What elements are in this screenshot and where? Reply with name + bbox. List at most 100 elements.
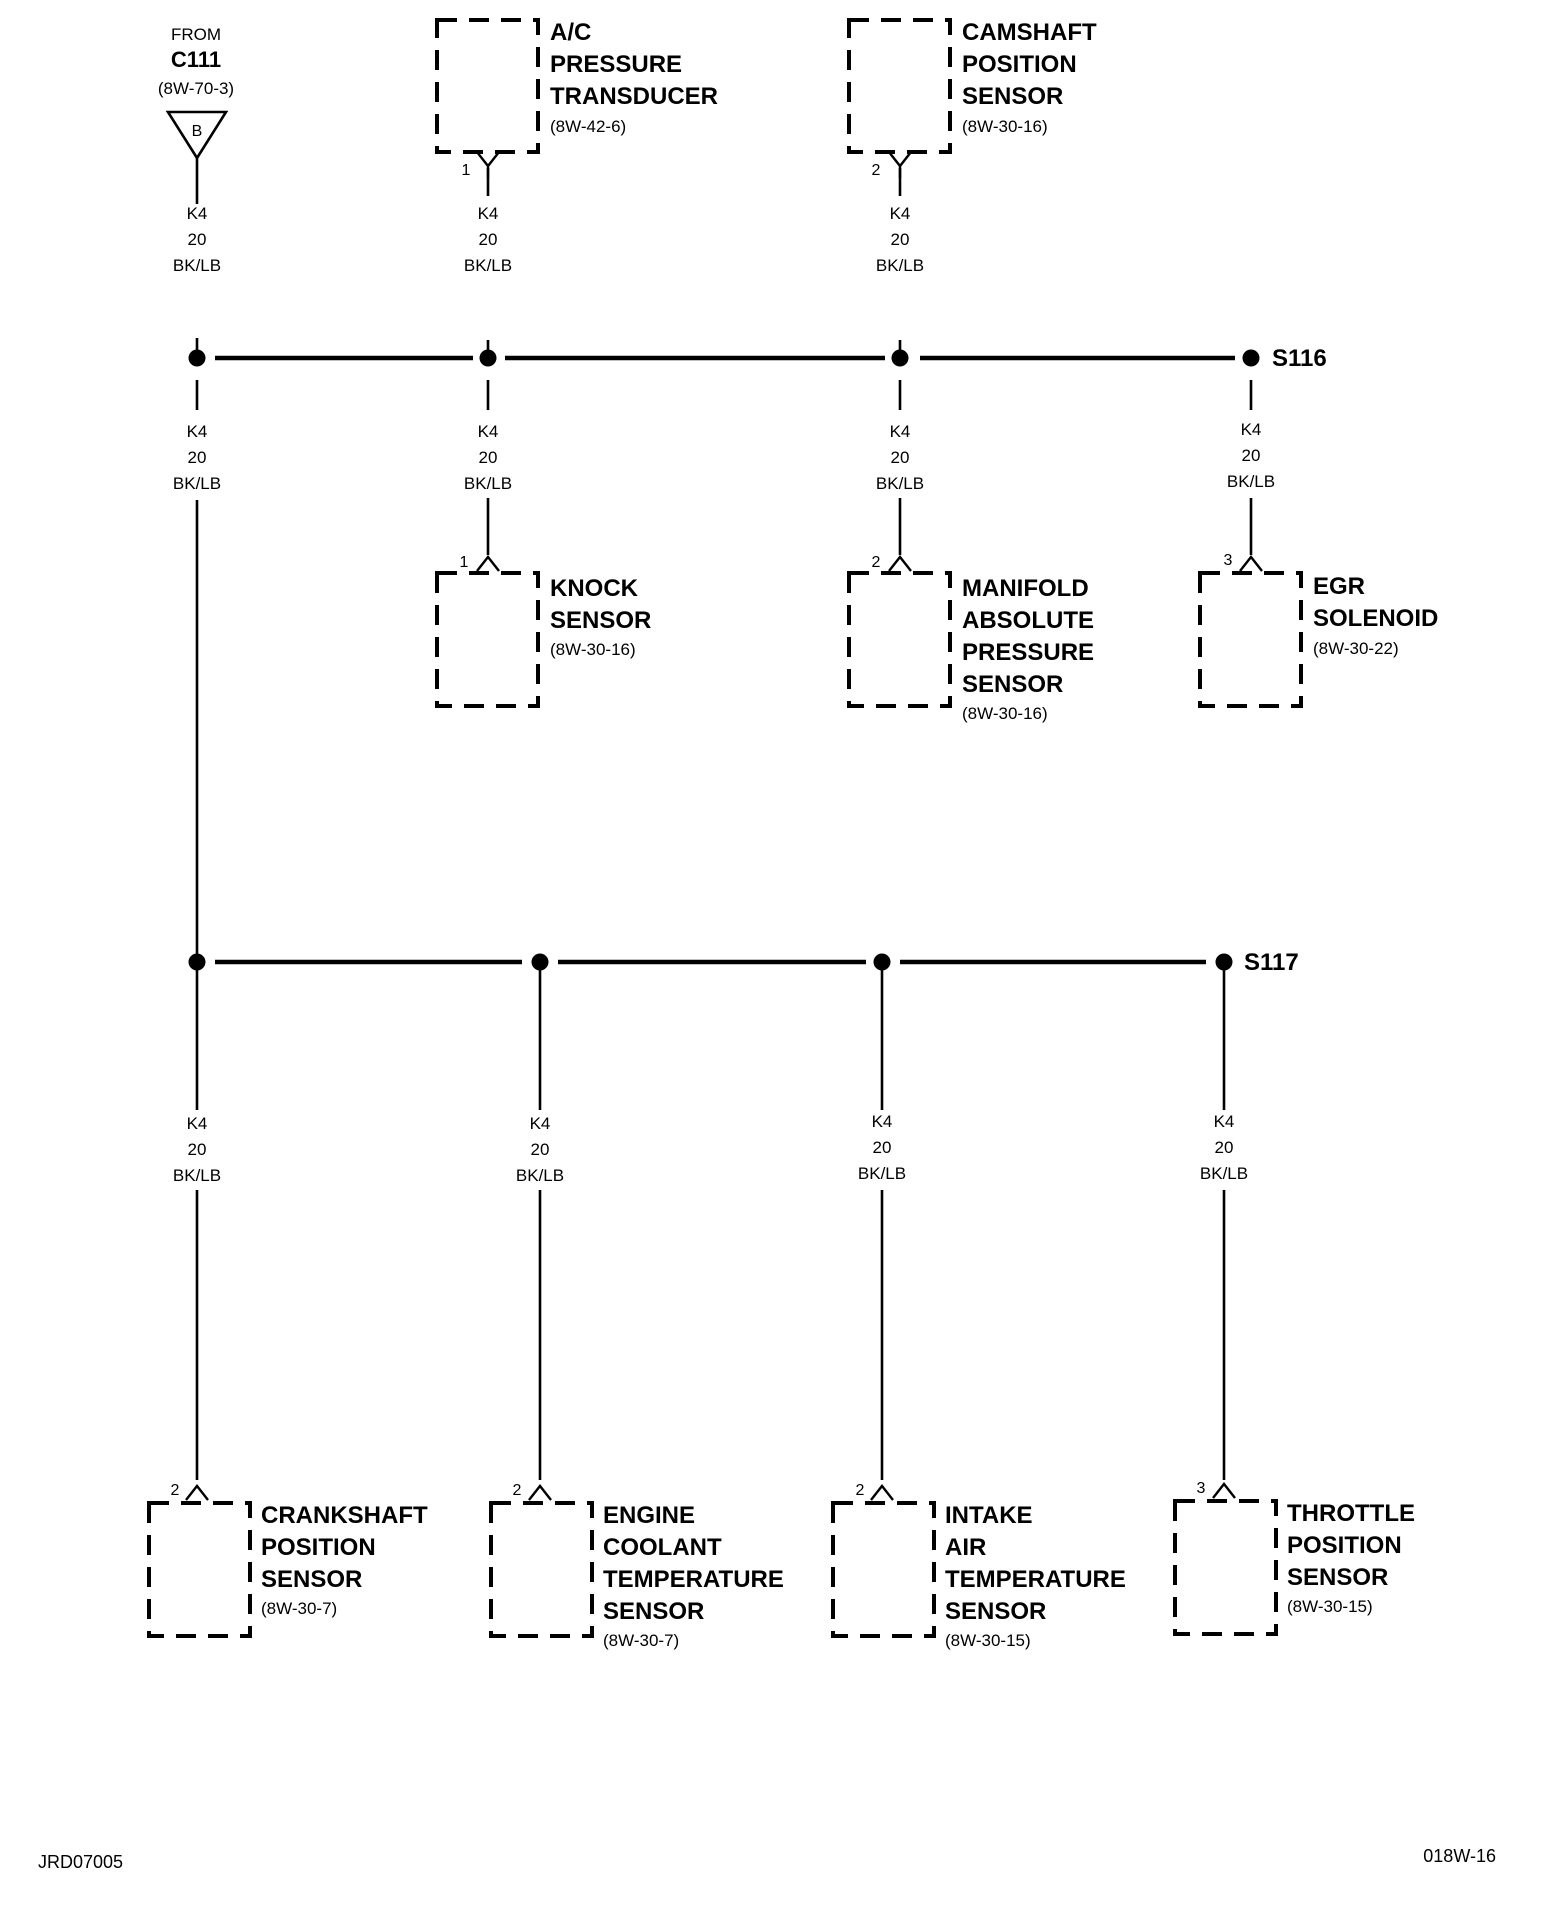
wire-label: K4 20 BK/LB [876,204,924,275]
component-name-line: TEMPERATURE [945,1566,1126,1593]
cavity-label: B [192,123,203,140]
component-ref: (8W-30-16) [550,640,636,659]
wire-color: BK/LB [1200,1164,1248,1183]
component-manifold-absolute-pressure-sensor: 2 MANIFOLD ABSOLUTE PRESSURE SENSOR (8W-… [847,554,1094,723]
wire-label: K4 20 BK/LB [516,1114,564,1185]
junction-dot [479,349,497,367]
wire-color: BK/LB [173,256,221,275]
component-engine-coolant-temperature-sensor: 2 ENGINE COOLANT TEMPERATURE SENSOR (8W-… [489,1482,784,1650]
splice-s116-bus: S116 [188,345,1327,372]
wire-label: K4 20 BK/LB [858,1112,906,1183]
wire-circuit: K4 [187,1114,208,1133]
connector-triangle-icon [165,110,229,161]
figure-code-right: 018W-16 [1423,1846,1496,1866]
component-intake-air-temperature-sensor: 2 INTAKE AIR TEMPERATURE SENSOR (8W-30-1… [831,1482,1126,1650]
component-name-line: POSITION [962,51,1077,78]
component-box [435,571,540,708]
component-egr-solenoid: 3 EGR SOLENOID (8W-30-22) [1198,552,1438,708]
component-name-line: PRESSURE [550,51,682,78]
splice-s117-bus: S117 [188,949,1299,976]
wire-circuit: K4 [1214,1112,1235,1131]
component-ref: (8W-30-22) [1313,639,1399,658]
pin-number: 2 [872,554,881,571]
connector-terminal-icon [870,1484,894,1501]
wire-gauge: 20 [873,1138,892,1157]
component-name-line: SOLENOID [1313,605,1438,632]
pin-number: 2 [513,1482,522,1499]
connector-terminal-icon [476,151,500,178]
component-name-line: EGR [1313,573,1365,600]
component-ref: (8W-30-16) [962,117,1048,136]
connector-terminal-icon [888,555,912,572]
component-box [831,1501,936,1638]
component-name-line: MANIFOLD [962,575,1089,602]
wire-label: K4 20 BK/LB [173,204,221,275]
pin-number: 3 [1197,1480,1206,1497]
connector-terminal-icon [528,1484,552,1501]
wire-color: BK/LB [464,474,512,493]
component-ref: (8W-30-7) [261,1599,337,1618]
wire-label: K4 20 BK/LB [464,204,512,275]
pin-number: 1 [460,554,469,571]
wire-gauge: 20 [1242,446,1261,465]
component-name-line: ABSOLUTE [962,607,1094,634]
from-label: FROM [171,25,221,44]
pin-number: 3 [1224,552,1233,569]
component-name-line: A/C [550,19,591,46]
connector-ref: (8W-70-3) [158,79,234,98]
wire-label: K4 20 BK/LB [464,422,512,493]
connector-terminal-icon [1239,555,1263,572]
wire-circuit: K4 [872,1112,893,1131]
component-name-line: SENSOR [1287,1564,1388,1591]
component-name-line: AIR [945,1534,986,1561]
wire-color: BK/LB [173,474,221,493]
wire-label: K4 20 BK/LB [173,1114,221,1185]
wire-color: BK/LB [464,256,512,275]
wire-label: K4 20 BK/LB [1227,420,1275,491]
component-name-line: SENSOR [550,607,651,634]
wire-label: K4 20 BK/LB [173,422,221,493]
connector-id: C111 [171,47,221,72]
junction-dot [531,953,549,971]
wire-gauge: 20 [188,1140,207,1159]
wire-color: BK/LB [516,1166,564,1185]
wire-gauge: 20 [531,1140,550,1159]
component-knock-sensor: 1 KNOCK SENSOR (8W-30-16) [435,554,651,708]
connector-terminal-icon [476,555,500,572]
pin-number: 1 [462,162,471,179]
component-name-line: PRESSURE [962,639,1094,666]
component-name-line: INTAKE [945,1502,1033,1529]
source-connector-c111: FROM C111 (8W-70-3) B [158,25,234,161]
component-name-line: ENGINE [603,1502,695,1529]
component-name-line: SENSOR [261,1566,362,1593]
junction-dot [873,953,891,971]
component-ref: (8W-30-15) [945,1631,1031,1650]
component-name-line: CRANKSHAFT [261,1502,428,1529]
component-box [435,18,540,154]
wire-color: BK/LB [876,256,924,275]
wire-circuit: K4 [478,422,499,441]
component-crankshaft-position-sensor: 2 CRANKSHAFT POSITION SENSOR (8W-30-7) [147,1482,428,1638]
component-box [489,1501,594,1638]
component-name-line: CAMSHAFT [962,19,1097,46]
component-name-line: TEMPERATURE [603,1566,784,1593]
component-name-line: POSITION [1287,1532,1402,1559]
component-box [847,571,952,708]
component-ac-pressure-transducer: 1 A/C PRESSURE TRANSDUCER (8W-42-6) [435,18,718,179]
component-name-line: KNOCK [550,575,639,602]
component-ref: (8W-30-16) [962,704,1048,723]
component-name-line: SENSOR [962,83,1063,110]
wire-gauge: 20 [1215,1138,1234,1157]
wire-color: BK/LB [1227,472,1275,491]
component-box [847,18,952,154]
component-ref: (8W-30-15) [1287,1597,1373,1616]
component-ref: (8W-30-7) [603,1631,679,1650]
component-name-line: SENSOR [945,1598,1046,1625]
wire-circuit: K4 [1241,420,1262,439]
component-name-line: COOLANT [603,1534,722,1561]
wire-gauge: 20 [479,230,498,249]
splice-dot [1242,349,1260,367]
junction-dot [188,349,206,367]
connector-terminal-icon [888,151,912,178]
